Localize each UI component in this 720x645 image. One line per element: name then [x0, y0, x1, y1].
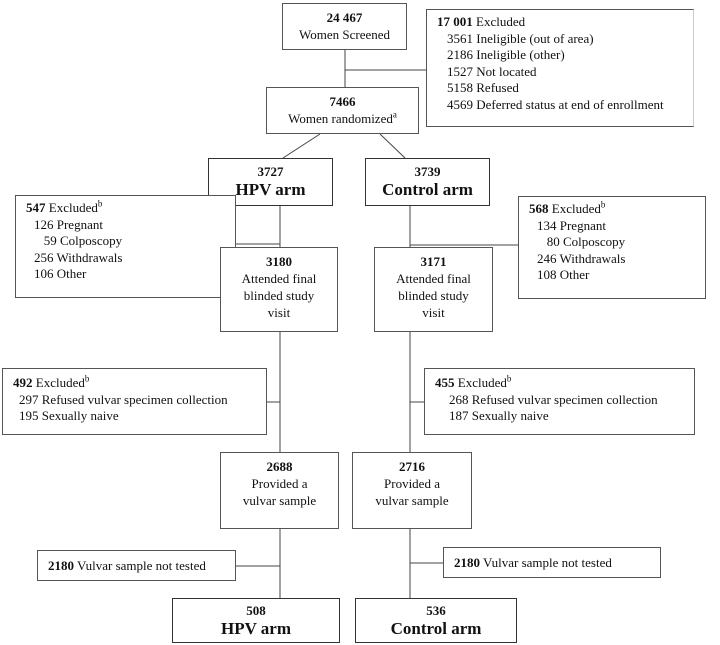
control-attended-count: 3171 [420, 254, 447, 269]
control-not-tested-text: 2180 Vulvar sample not tested [454, 554, 612, 570]
list-item: 187 Sexually naive [449, 408, 549, 423]
control-provided-line: vulvar sample [375, 493, 449, 508]
hpv-arm-label: HPV arm [235, 180, 306, 199]
control-attended-line: visit [422, 305, 445, 320]
control-excluded-2-heading: 455 Excludedb [435, 373, 512, 390]
control-not-tested-box: 2180 Vulvar sample not tested [443, 547, 661, 578]
hpv-attended-line: visit [267, 305, 291, 320]
control-excluded-2-box: 455 Excludedb 268 Refused vulvar specime… [424, 368, 695, 435]
list-item: 268 Refused vulvar specimen collection [449, 391, 658, 407]
excluded-top-count: 17 001 [437, 14, 473, 29]
control-provided-box: 2716 Provided a vulvar sample [352, 452, 472, 529]
footnote-marker: a [392, 109, 397, 120]
hpv-not-tested-box: 2180 Vulvar sample not tested [37, 550, 236, 581]
randomized-count: 7466 [329, 94, 356, 109]
list-item: 246 Withdrawals [537, 250, 626, 266]
hpv-not-tested-text: 2180 Vulvar sample not tested [48, 557, 206, 573]
hpv-attended-box: 3180 Attended final blinded study visit [220, 247, 338, 332]
hpv-provided-line: Provided a [251, 476, 308, 491]
control-arm-label: Control arm [382, 180, 473, 199]
list-item: 3561 Ineligible (out of area) [447, 30, 594, 46]
list-item: 297 Refused vulvar specimen collection [19, 391, 228, 407]
list-item: 126 Pregnant [34, 216, 103, 232]
hpv-final-label: HPV arm [220, 619, 292, 638]
hpv-provided-line: vulvar sample [242, 493, 317, 508]
hpv-excluded-2-heading: 492 Excludedb [13, 373, 90, 390]
connector [282, 133, 321, 159]
list-item: 80 Colposcopy [546, 234, 626, 249]
excluded-top-label: Excluded [476, 14, 526, 29]
control-arm-count: 3739 [414, 164, 441, 179]
screened-box: 24 467 Women Screened [282, 3, 407, 50]
hpv-final-count: 508 [246, 603, 266, 618]
hpv-provided-count: 2688 [266, 459, 293, 474]
control-arm-box: 3739 Control arm [365, 158, 490, 206]
hpv-attended-line: blinded study [243, 288, 315, 303]
control-final-box: 536 Control arm [355, 598, 517, 643]
control-provided-count: 2716 [399, 459, 425, 474]
list-item: 2186 Ineligible (other) [447, 47, 565, 62]
control-excluded-1-box: 568 Excludedb 134 Pregnant 80 Colposcopy… [518, 196, 706, 299]
list-item: 106 Other [34, 266, 87, 281]
control-final-count: 536 [426, 603, 446, 618]
list-item: 5158 Refused [447, 80, 519, 95]
list-item: 256 Withdrawals [34, 249, 123, 265]
randomized-box: 7466 Women randomizeda [266, 87, 419, 134]
list-item: 1527 Not located [447, 63, 537, 79]
control-final-label: Control arm [390, 619, 482, 638]
list-item: 195 Sexually naive [19, 408, 119, 423]
control-attended-line: blinded study [398, 288, 469, 303]
connector [379, 133, 406, 159]
screened-count: 24 467 [326, 10, 363, 25]
hpv-provided-box: 2688 Provided a vulvar sample [220, 452, 339, 529]
hpv-attended-line: Attended final [241, 271, 317, 286]
randomized-label: Women randomizeda [288, 109, 397, 126]
control-attended-box: 3171 Attended final blinded study visit [374, 247, 493, 332]
control-excluded-1-heading: 568 Excludedb [529, 199, 606, 216]
hpv-attended-count: 3180 [266, 254, 292, 269]
list-item: 108 Other [537, 267, 590, 282]
hpv-excluded-2-box: 492 Excludedb 297 Refused vulvar specime… [2, 368, 267, 435]
hpv-final-box: 508 HPV arm [172, 598, 340, 643]
list-item: 59 Colposcopy [43, 233, 123, 248]
hpv-excluded-1-heading: 547 Excludedb [26, 198, 103, 215]
control-attended-line: Attended final [396, 271, 471, 286]
screened-label: Women Screened [299, 27, 390, 42]
control-provided-line: Provided a [384, 476, 440, 491]
list-item: 134 Pregnant [537, 217, 606, 233]
excluded-top-heading: 17 001 Excluded [437, 14, 693, 31]
excluded-top-box: 17 001 Excluded 3561 Ineligible (out of … [426, 9, 694, 127]
list-item: 4569 Deferred status at end of enrollmen… [447, 96, 664, 112]
hpv-excluded-1-box: 547 Excludedb 126 Pregnant 59 Colposcopy… [15, 195, 236, 298]
hpv-arm-count: 3727 [257, 164, 284, 179]
